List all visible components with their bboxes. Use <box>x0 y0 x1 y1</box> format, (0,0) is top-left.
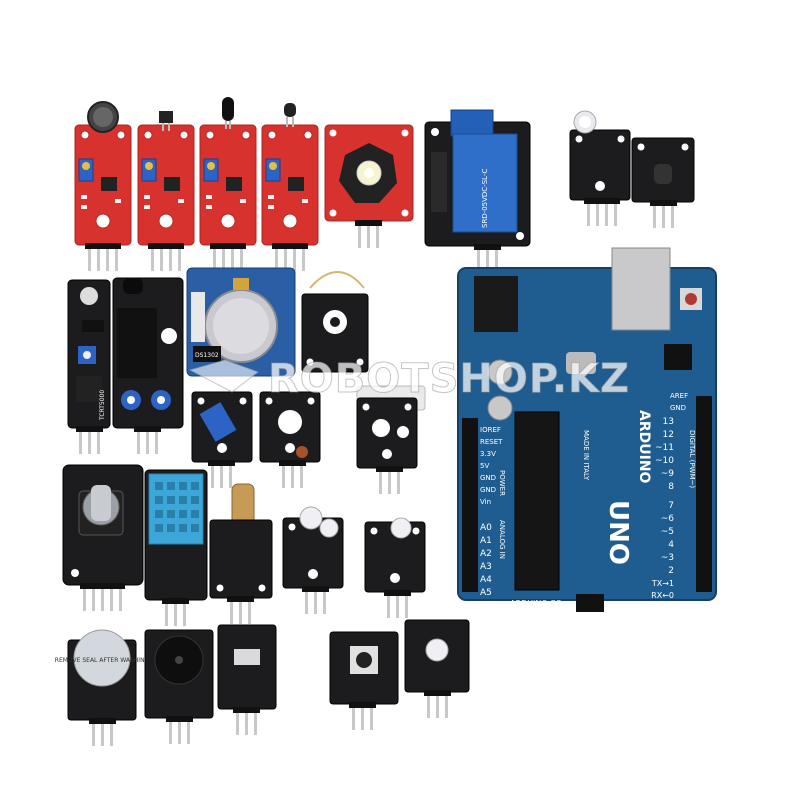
digital-pin-label: ~6 <box>661 514 675 524</box>
arduino-power-label: POWER <box>498 470 506 496</box>
analog-pin-label: A1 <box>480 536 492 546</box>
analog-pin-label: A4 <box>480 575 492 585</box>
arduino-analog-pins: A0 A1 A2 A3 A4 A5 <box>480 523 492 598</box>
arduino-made-in: MADE IN ITALY <box>582 430 590 481</box>
arduino-power-pins: IOREF RESET 3.3V 5V GND GND Vin <box>480 426 503 506</box>
arduino-uno-board: ARDUINO UNO MADE IN ITALY ARDUINO.CC POW… <box>457 247 717 612</box>
flame-sensor-module <box>199 97 257 271</box>
power-pin-label: GND <box>480 486 496 494</box>
arduino-brand: ARDUINO <box>636 410 652 484</box>
analog-pin-label: A0 <box>480 523 492 533</box>
digital-pin-label: 7 <box>668 501 674 511</box>
digital-pin-label: ~3 <box>661 553 674 563</box>
arduino-analog-label: ANALOG IN <box>498 520 506 559</box>
tracker-label: TCRT5000 <box>99 390 106 421</box>
active-buzzer-module: REMOVE SEAL AFTER WASHING <box>55 629 150 746</box>
reed-switch-module <box>301 271 369 373</box>
ir-receiver-module <box>112 277 184 454</box>
digital-temperature-module <box>631 137 695 228</box>
heartbeat-sensor-module <box>356 385 426 494</box>
analog-pin-label: A2 <box>480 549 492 559</box>
power-pin-label: RESET <box>480 438 503 446</box>
power-pin-label: GND <box>480 474 496 482</box>
digital-pin-label: 4 <box>668 540 674 550</box>
relay-block-label: SRD-05VDC-SL-C <box>481 169 489 228</box>
relay-module: SRD-05VDC-SL-C <box>424 109 531 272</box>
temperature-sensor-module <box>261 103 319 271</box>
rotary-encoder-module <box>62 464 144 611</box>
digital-pin-label: TX→1 <box>651 579 674 588</box>
rgb-led-module <box>569 110 631 226</box>
power-pin-label: 3.3V <box>480 450 496 458</box>
power-pin-label: IOREF <box>480 426 501 434</box>
arduino-aref-label: AREF <box>670 392 688 400</box>
digital-pin-label: ~10 <box>655 456 674 466</box>
dht-humidity-module <box>144 469 208 626</box>
power-pin-label: Vin <box>480 498 491 506</box>
flash-led-module <box>404 619 470 718</box>
line-tracking-module <box>67 279 111 454</box>
digital-pin-label: 13 <box>663 417 674 427</box>
digital-pin-label: ~11 <box>655 443 674 453</box>
power-pin-label: 5V <box>480 462 489 470</box>
laser-module <box>209 483 273 624</box>
watermark-text: ROBOTSHOP.KZ <box>268 356 630 402</box>
sound-sensor-module <box>74 101 132 271</box>
digital-pin-label: ~5 <box>661 527 674 537</box>
digital-pin-label: RX←0 <box>651 591 674 600</box>
digital-pin-label: 8 <box>668 482 674 492</box>
hall-sensor-module <box>137 111 195 271</box>
arduino-model: UNO <box>603 500 633 565</box>
push-button-module <box>329 631 399 730</box>
rtc-chip-label: DS1302 <box>195 352 219 359</box>
rtc-clock-module: DS1302 <box>186 267 296 377</box>
digital-pin-label: 2 <box>668 566 674 576</box>
buzzer-sticker-text: REMOVE SEAL AFTER WASHING <box>55 657 150 664</box>
power-led-module <box>324 124 414 248</box>
arduino-digital-label: DIGITAL (PWM~) <box>688 430 696 488</box>
watermark: ROBOTSHOP.KZ <box>188 356 630 403</box>
ir-transmitter-module <box>217 624 277 735</box>
arduino-gnd-label: GND <box>670 404 686 412</box>
passive-buzzer-module <box>144 629 214 744</box>
digital-pin-label: 12 <box>663 430 674 440</box>
led-module <box>364 517 426 618</box>
dual-color-led-module <box>282 506 344 614</box>
digital-pin-label: ~9 <box>661 469 675 479</box>
arduino-url: ARDUINO.CC <box>510 599 561 608</box>
tilt-switch-module <box>191 391 253 488</box>
photoresistor-module <box>259 391 321 488</box>
analog-pin-label: A3 <box>480 562 492 572</box>
analog-pin-label: A5 <box>480 588 492 598</box>
arduino-digital-pins: 13 12 ~11 ~10 ~9 8 7 ~6 ~5 4 ~3 2 TX→1 R… <box>651 417 674 600</box>
